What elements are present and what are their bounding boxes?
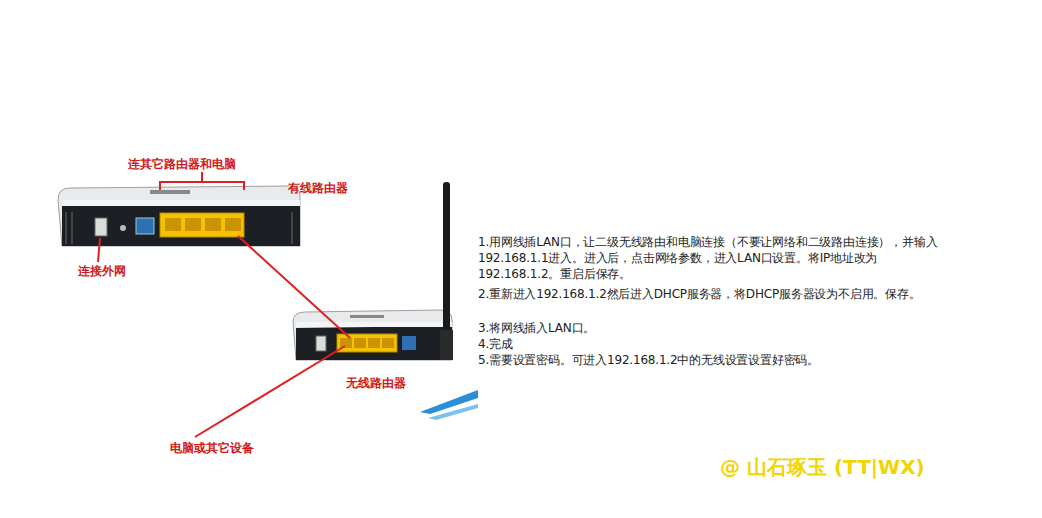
device-label: 有线路由器 (288, 180, 348, 197)
watermark: @ 山石琢玉 (TT|WX) (720, 454, 925, 481)
port-label: 连接外网 (78, 263, 126, 280)
device-label: 电脑或其它设备 (170, 440, 254, 457)
port-label: 连其它路由器和电脑 (128, 156, 236, 173)
leader-line (98, 172, 350, 437)
device-label: 无线路由器 (346, 375, 406, 392)
step-text: 1.用网线插LAN口，让二级无线路由和电脑连接（不要让网络和二级路由连接），并输… (478, 234, 948, 282)
blue-swoosh (428, 404, 478, 420)
wireless-router (293, 182, 453, 360)
step-text: 2.重新进入192.168.1.2然后进入DHCP服务器，将DHCP服务器设为不… (478, 286, 948, 302)
step-text: 3.将网线插入LAN口。 (478, 320, 948, 336)
wired-router (58, 186, 300, 246)
step-text: 5.需要设置密码。可进入192.168.1.2中的无线设置设置好密码。 (478, 352, 948, 368)
step-text: 4.完成 (478, 336, 948, 352)
